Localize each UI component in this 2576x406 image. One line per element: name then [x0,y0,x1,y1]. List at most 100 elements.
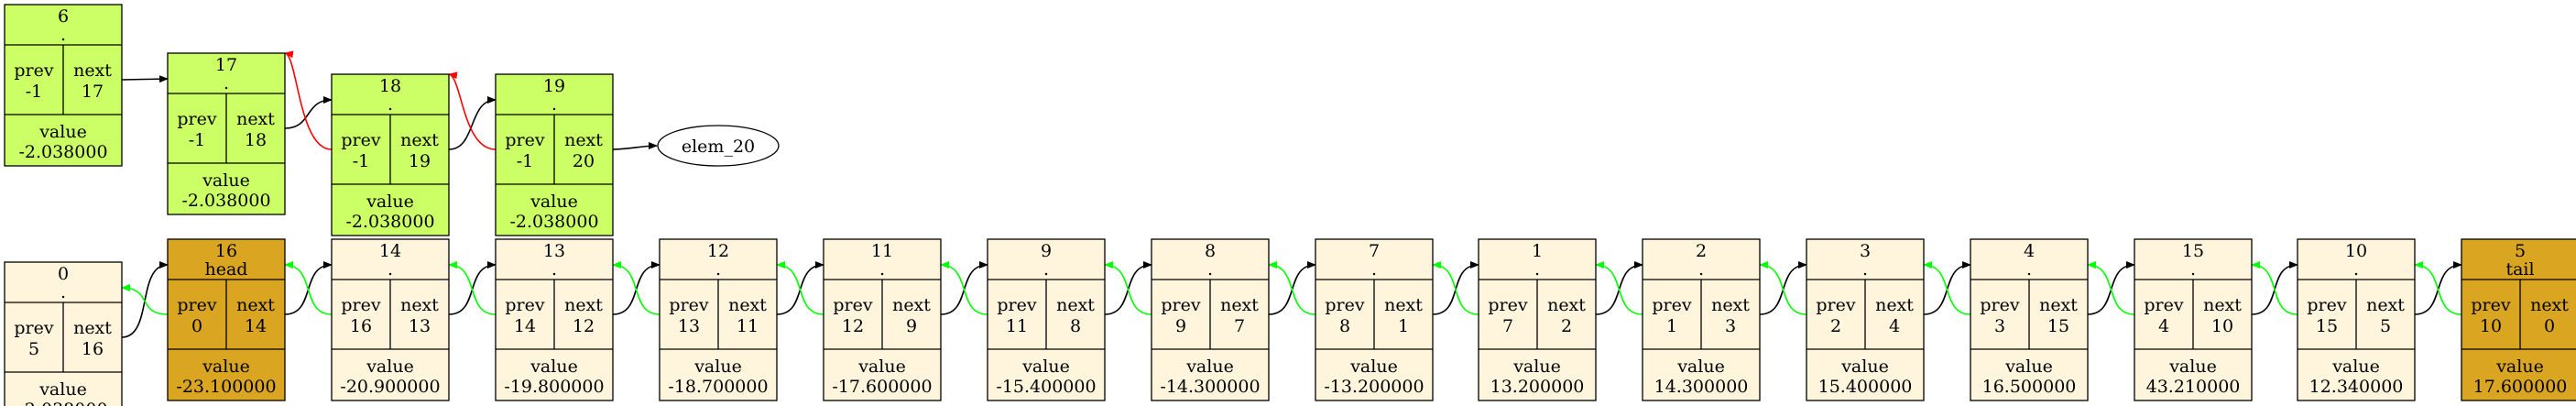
next-edge [448,96,497,150]
value-value: -17.600000 [832,377,932,397]
next-value: 1 [1398,316,1409,336]
node-index: 17 [215,55,237,75]
prev-value: 4 [2158,316,2169,336]
next-value: 13 [409,316,431,336]
prev-label: prev [14,318,53,338]
value-value: -19.800000 [504,377,604,397]
next-value: 4 [1889,316,1900,336]
node-index: 13 [543,241,565,261]
prev-label: prev [2471,295,2510,315]
value-value: 16.500000 [1982,377,2077,397]
node-index: 16 [215,241,237,261]
terminal-node: elem_20 [657,125,780,167]
next-label: next [73,318,112,338]
prev-value: -1 [26,82,43,102]
value-label: value [2004,357,2053,377]
node-tag: . [1207,259,1213,280]
prev-edge [1104,261,1152,315]
prev-value: 9 [1175,316,1186,336]
next-label: next [564,295,603,315]
node-tag: . [60,25,66,45]
next-value: 0 [2544,316,2555,336]
next-value: 3 [1725,316,1736,336]
next-edge [121,75,169,83]
next-label: next [2530,295,2569,315]
prev-label: prev [669,295,708,315]
value-label: value [202,170,250,191]
value-label: value [529,192,578,212]
node-box [2461,238,2576,401]
prev-label: prev [177,295,216,315]
next-value: 11 [737,316,759,336]
next-value: 9 [906,316,917,336]
next-value: 12 [573,316,595,336]
next-label: next [728,295,767,315]
value-value: -18.700000 [668,377,768,397]
next-value: 8 [1070,316,1081,336]
prev-edge [940,261,988,315]
node-tag: . [2353,259,2359,280]
next-label: next [2039,295,2078,315]
prev-value: 8 [1339,316,1350,336]
prev-value: 5 [28,339,39,359]
value-value: -14.300000 [1160,377,1260,397]
next-label: next [1220,295,1259,315]
value-label: value [202,357,250,377]
next-label: next [892,295,931,315]
value-label: value [38,379,87,400]
value-label: value [2495,357,2544,377]
next-label: next [236,109,275,129]
node-tag: tail [2505,259,2534,280]
prev-label: prev [1816,295,1855,315]
prev-label: prev [833,295,872,315]
prev-edge [284,261,333,315]
prev-value: -1 [189,130,206,150]
next-value: 15 [2047,316,2069,336]
prev-label: prev [505,130,544,150]
next-value: 16 [82,339,104,359]
next-value: 17 [82,82,104,102]
prev-value: 7 [1502,316,1513,336]
prev-label: prev [2144,295,2183,315]
prev-label: prev [1652,295,1691,315]
next-label: next [1056,295,1095,315]
next-label: next [1384,295,1423,315]
next-value: 19 [409,151,431,171]
node-tag: . [551,259,557,280]
node-index: 4 [2024,241,2035,261]
value-value: -20.900000 [340,377,440,397]
next-value: 7 [1234,316,1245,336]
value-value: -2.038000 [18,400,107,406]
next-edge [612,142,658,150]
node-tag: . [387,259,393,280]
value-label: value [1840,357,1889,377]
prev-label: prev [1325,295,1364,315]
prev-value: 14 [514,316,536,336]
prev-edge [2087,261,2135,315]
prev-edge [1432,261,1479,315]
prev-label: prev [341,295,380,315]
node-index: 19 [543,76,565,96]
prev-label: prev [505,295,544,315]
value-label: value [1021,357,1070,377]
value-label: value [366,192,414,212]
node-tag: . [1534,259,1540,280]
next-value: 18 [245,130,267,150]
value-label: value [2331,357,2380,377]
node-index: 15 [2182,241,2204,261]
next-value: 20 [573,151,595,171]
prev-value: 3 [1994,316,2005,336]
prev-value: 15 [2316,316,2338,336]
node-tag: . [387,94,393,115]
node-index: 2 [1696,241,1707,261]
value-label: value [1512,357,1561,377]
